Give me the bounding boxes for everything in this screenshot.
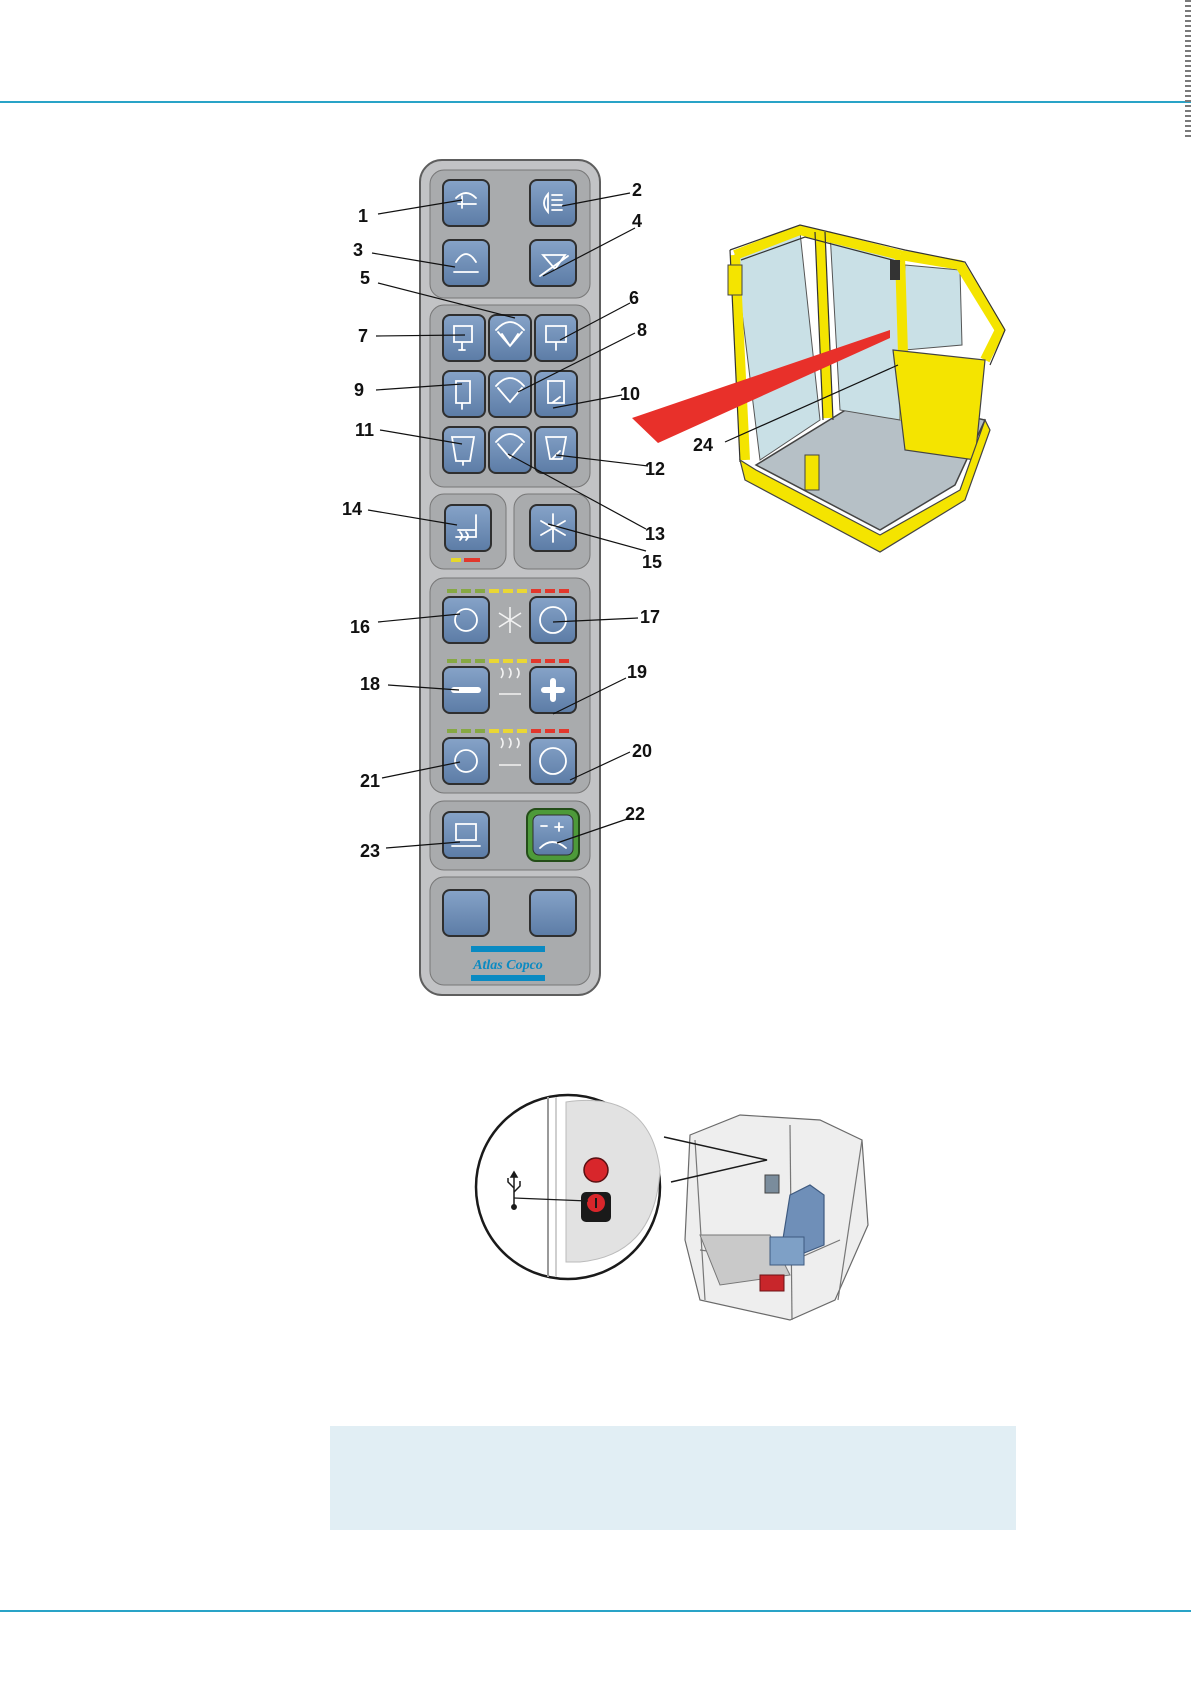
led-row-fan [447,589,569,593]
callout-24: 24 [693,435,713,455]
button-21 [443,738,489,784]
callout-10: 10 [620,384,640,404]
callout-18: 18 [360,674,380,694]
callout-1: 1 [358,206,368,226]
callout-20: 20 [632,741,652,761]
button-20 [530,738,576,784]
button-9 [443,371,485,417]
footer-rule [0,1610,1191,1612]
callout-3: 3 [353,240,363,260]
callout-8: 8 [637,320,647,340]
svg-text:Atlas Copco: Atlas Copco [472,958,543,973]
callout-13: 13 [645,524,665,544]
callout-6: 6 [629,288,639,308]
callout-9: 9 [354,380,364,400]
atlas-copco-logo: Atlas Copco [471,946,545,981]
button-2 [530,180,576,226]
callout-17: 17 [640,607,660,627]
callout-15: 15 [642,552,662,572]
callout-19: 19 [627,662,647,682]
button-6 [535,315,577,361]
callout-2: 2 [632,180,642,200]
callout-16: 16 [350,617,370,637]
callout-23: 23 [360,841,380,861]
button-1 [443,180,489,226]
button-16 [443,597,489,643]
cab-illustration [632,225,1005,552]
button-17 [530,597,576,643]
button-blank-left [443,890,489,936]
usb-detail-figure [476,1095,868,1320]
button-3 [443,240,489,286]
callout-11: 11 [355,420,374,440]
button-11 [443,427,485,473]
button-23 [443,812,489,858]
button-10 [535,371,577,417]
callout-7: 7 [358,326,368,346]
callout-22: 22 [625,804,645,824]
button-7 [443,315,485,361]
callout-21: 21 [360,771,380,791]
callout-12: 12 [645,459,665,479]
button-blank-right [530,890,576,936]
note-box [330,1426,1016,1530]
button-12 [535,427,577,473]
callout-5: 5 [360,268,370,288]
led-row-recirc [447,729,569,733]
callout-4: 4 [632,211,642,231]
led-row-temp [447,659,569,663]
callout-14: 14 [342,499,362,519]
button-14 [445,505,491,551]
